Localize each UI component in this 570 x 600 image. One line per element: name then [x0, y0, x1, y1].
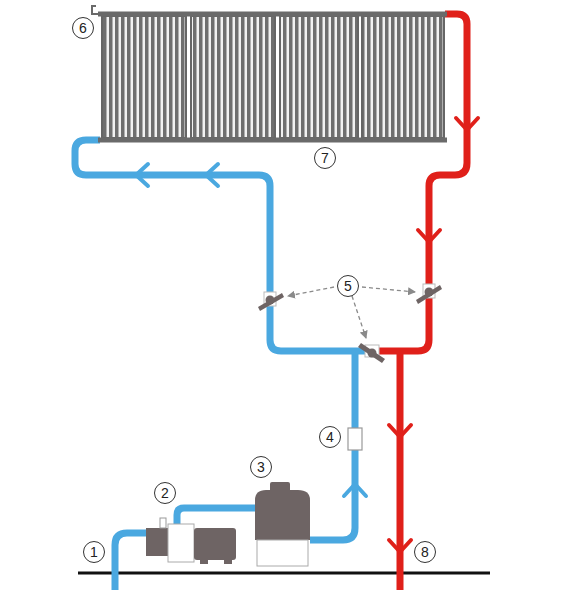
callout-number: 2: [154, 482, 176, 504]
ground-line: [78, 572, 490, 575]
flow-arrows: [136, 118, 478, 552]
callout-number: 8: [414, 541, 436, 563]
callout-number: 1: [83, 541, 105, 563]
callout-number: 7: [314, 147, 336, 169]
check-valve: [348, 428, 362, 450]
cold-pipes: [75, 140, 372, 590]
vacuum-vent: [92, 6, 98, 14]
callout-number: 5: [337, 275, 359, 297]
sand-filter: [255, 482, 310, 566]
callout-number: 3: [250, 456, 272, 478]
pump: [146, 518, 236, 564]
callout-number: 6: [72, 17, 94, 39]
solar-collector: [92, 6, 447, 140]
callout-number: 4: [319, 426, 341, 448]
